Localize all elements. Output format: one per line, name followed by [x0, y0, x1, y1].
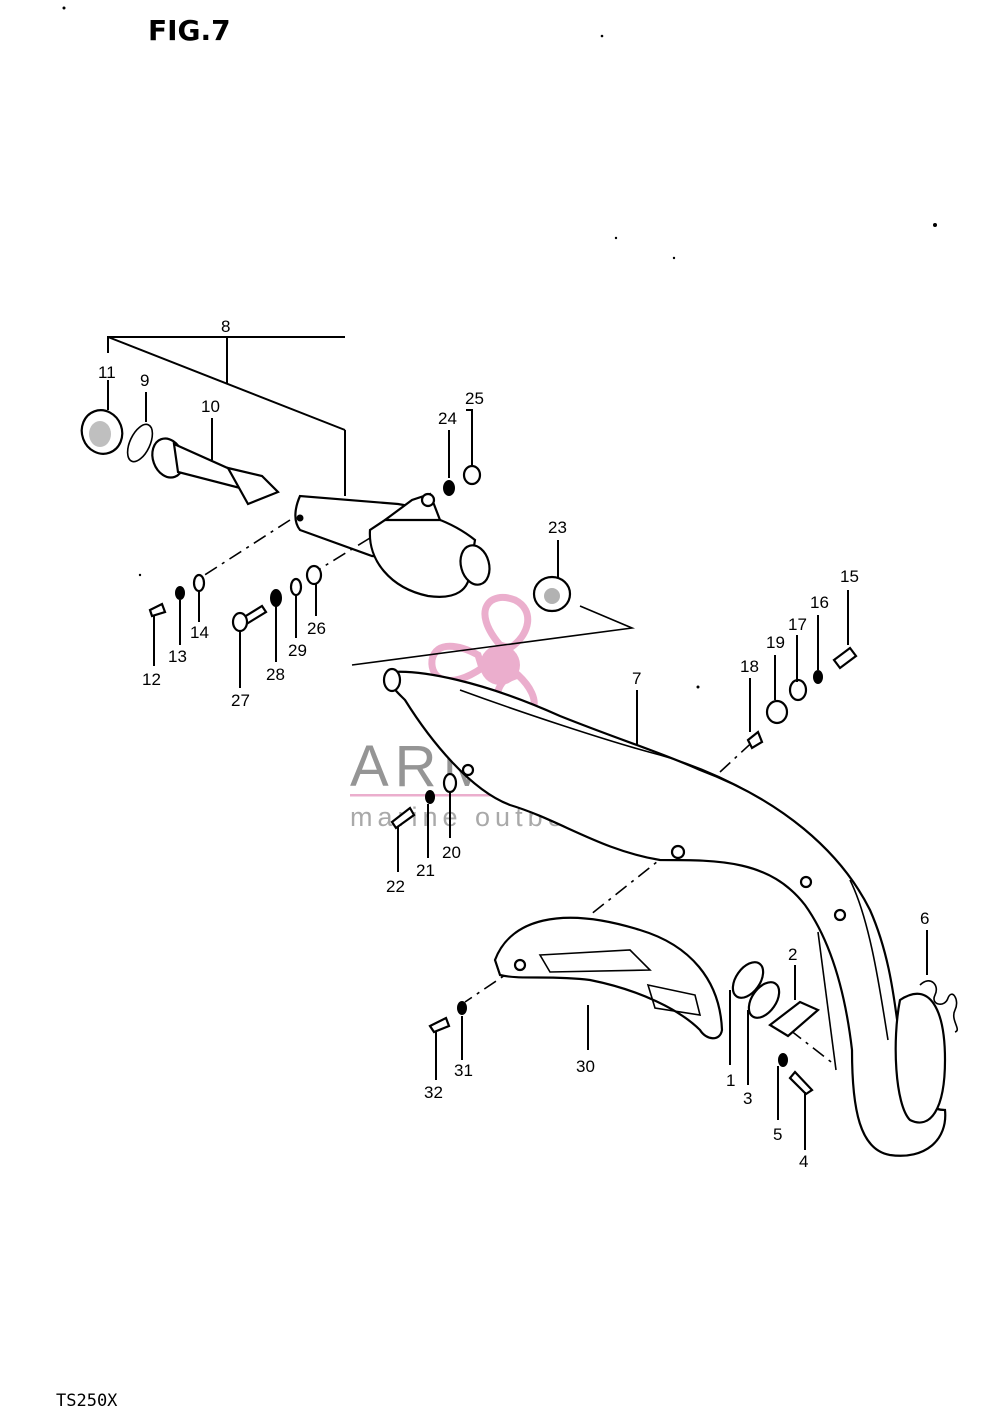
model-label: TS250X	[56, 1391, 118, 1411]
callout-31: 31	[454, 1061, 473, 1080]
spring-6	[919, 930, 959, 1033]
callout-32: 32	[424, 1083, 443, 1102]
callout-26: 26	[307, 619, 326, 638]
muffler-8	[294, 492, 491, 598]
leader-lines	[199, 519, 837, 1071]
flange-2	[768, 965, 821, 1038]
callout-28: 28	[266, 665, 285, 684]
callout-15: 15	[840, 567, 859, 586]
callout-23: 23	[548, 518, 567, 537]
callout-16: 16	[810, 593, 829, 612]
callout-17: 17	[788, 615, 807, 634]
label-stems	[153, 409, 559, 688]
fasteners-muffler	[148, 564, 323, 633]
spark-arrester-10	[151, 418, 280, 506]
callout-1: 1	[726, 1071, 735, 1090]
callout-19: 19	[766, 633, 785, 652]
end-cap-11	[80, 380, 124, 455]
callout-9: 9	[140, 371, 149, 390]
washer-5	[778, 1053, 788, 1067]
callout-12: 12	[142, 670, 161, 689]
fasteners-chamber-mount	[746, 590, 858, 750]
callout-13: 13	[168, 647, 187, 666]
gasket-1	[729, 961, 765, 1065]
callout-labels: 8 11 9 10 24 25 23 15 16 17 19 18 7 14 2…	[98, 317, 929, 1171]
print-specks	[62, 6, 937, 689]
callout-7: 7	[632, 669, 641, 688]
callout-2: 2	[788, 945, 797, 964]
callout-30: 30	[576, 1057, 595, 1076]
bracket-8	[107, 336, 346, 496]
callout-14: 14	[190, 623, 209, 642]
nut-25	[462, 464, 482, 486]
callout-11: 11	[98, 363, 116, 382]
callout-27: 27	[231, 691, 250, 710]
fasteners-chamber-front	[390, 772, 458, 872]
callout-22: 22	[386, 877, 405, 896]
callout-10: 10	[201, 397, 220, 416]
callout-18: 18	[740, 657, 759, 676]
callout-8: 8	[221, 317, 230, 336]
callout-29: 29	[288, 641, 307, 660]
callout-6: 6	[920, 909, 929, 928]
protector-30	[493, 916, 724, 1050]
o-ring-9	[126, 392, 154, 463]
nut-24	[443, 480, 455, 496]
gasket-3	[747, 981, 781, 1085]
callout-20: 20	[442, 843, 461, 862]
bolt-4	[788, 1070, 814, 1150]
callout-4: 4	[799, 1152, 808, 1171]
callout-24: 24	[438, 409, 457, 428]
washer-31	[457, 1001, 467, 1015]
screw-32	[428, 1016, 451, 1034]
callout-3: 3	[743, 1089, 752, 1108]
figure-title: FIG.7	[148, 14, 231, 47]
callout-21: 21	[416, 861, 435, 880]
callout-25: 25	[465, 389, 484, 408]
grommet-23	[532, 575, 572, 613]
callout-5: 5	[773, 1125, 782, 1144]
expansion-chamber-7	[382, 667, 947, 1157]
